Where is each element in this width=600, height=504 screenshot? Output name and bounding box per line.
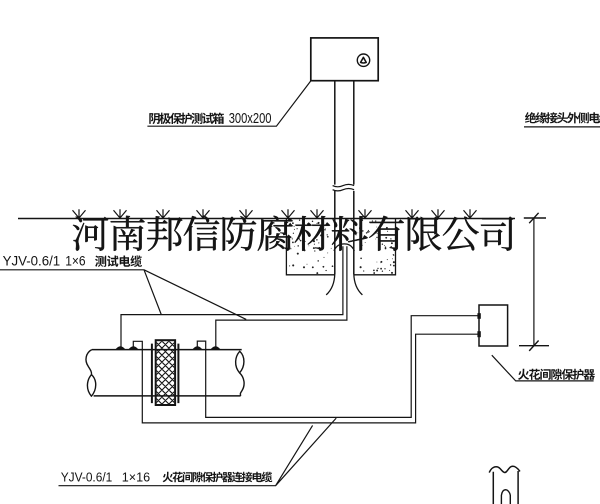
svg-text:YJV-0.6/1: YJV-0.6/1 [61, 470, 113, 485]
svg-text:YJV-0.6/1: YJV-0.6/1 [3, 254, 61, 269]
svg-text:1×6: 1×6 [65, 254, 85, 269]
svg-text:1×16: 1×16 [122, 470, 150, 485]
svg-text:300x200: 300x200 [229, 111, 272, 127]
